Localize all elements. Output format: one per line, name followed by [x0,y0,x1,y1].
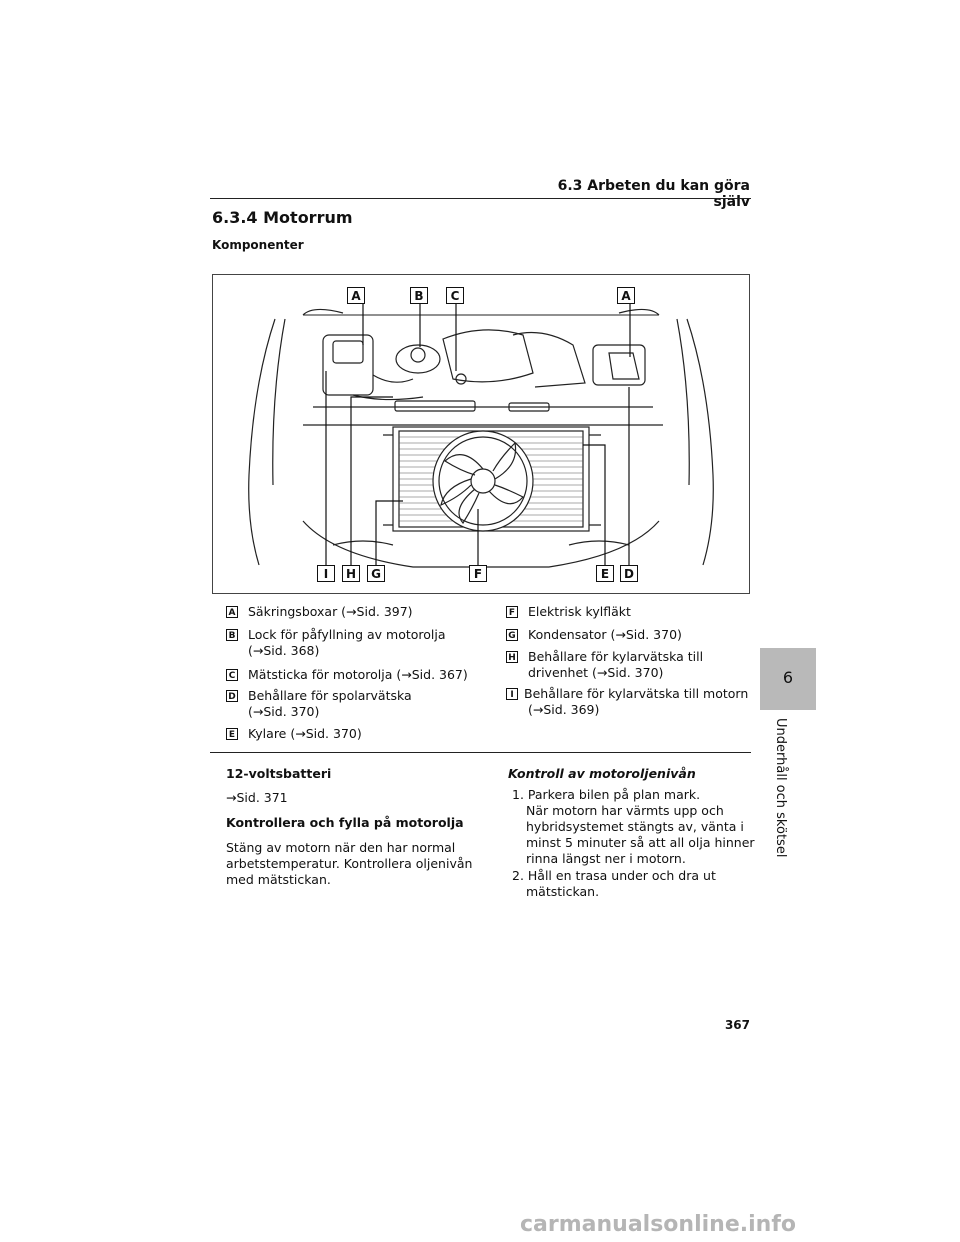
legend-text: (→Sid. 368) [248,643,320,658]
header-rule [210,198,751,199]
subheading: Komponenter [212,238,304,252]
legend-key-box: D [226,690,238,702]
section-rule [210,752,751,753]
section-title: 6.3.4 Motorrum [212,208,353,227]
legend-text: Behållare för kylarvätska till motorn [524,686,749,701]
legend-key-box: E [226,728,238,740]
engine-bay-illustration: A B C A I H G F E D [212,274,750,594]
legend-text: Mätsticka för motorolja (→Sid. 367) [248,667,468,682]
legend-text: Behållare för spolarvätska [248,688,412,703]
battery-reference: →Sid. 371 [226,790,288,805]
legend-key-box: I [506,688,518,700]
step-1-text: När motorn har värmts upp och [526,803,724,818]
oil-level-heading: Kontroll av motoroljenivån [508,766,696,781]
chapter-tab[interactable] [760,648,816,710]
callout-f: F [469,565,487,582]
step-1-text: hybridsystemet stängts av, vänta i [526,819,744,834]
callout-e: E [596,565,614,582]
callout-a-left: A [347,287,365,304]
step-1: 1. Parkera bilen på plan mark. [512,787,701,802]
legend-key-box: A [226,606,238,618]
legend-key-box: H [506,651,518,663]
battery-heading: 12-voltsbatteri [226,766,332,781]
legend-key-box: B [226,629,238,641]
chapter-label: Underhåll och skötsel [773,718,788,858]
legend-text: Kondensator (→Sid. 370) [528,627,682,642]
legend-key-box: C [226,669,238,681]
oil-check-body: arbetstemperatur. Kontrollera oljenivån [226,856,473,871]
step-1-text: rinna längst ner i motorn. [526,851,686,866]
callout-c: C [446,287,464,304]
callout-i: I [317,565,335,582]
legend-text: Kylare (→Sid. 370) [248,726,362,741]
legend-text: (→Sid. 369) [528,702,600,717]
engine-bay-drawing [248,303,714,568]
watermark: carmanualsonline.info [520,1212,796,1237]
oil-check-body: med mätstickan. [226,872,331,887]
legend-text: (→Sid. 370) [248,704,320,719]
legend-text: Säkringsboxar (→Sid. 397) [248,604,413,619]
page-number: 367 [724,1018,750,1032]
callout-b: B [410,287,428,304]
chapter-number: 6 [782,668,794,687]
legend-text: Lock för påfyllning av motorolja [248,627,446,642]
legend-text: Elektrisk kylfläkt [528,604,631,619]
callout-g: G [367,565,385,582]
legend-text: drivenhet (→Sid. 370) [528,665,664,680]
legend-key-box: F [506,606,518,618]
legend-key-box: G [506,629,518,641]
callout-d: D [620,565,638,582]
legend-text: Behållare för kylarvätska till [528,649,704,664]
running-header: 6.3 Arbeten du kan göra själv [557,178,750,210]
step-1-text: minst 5 minuter så att all olja hinner [526,835,755,850]
oil-check-body: Stäng av motorn när den har normal [226,840,456,855]
callout-a-right: A [617,287,635,304]
oil-check-heading: Kontrollera och fylla på motorolja [226,815,464,830]
step-2-text: mätstickan. [526,884,600,899]
step-2: 2. Håll en trasa under och dra ut [512,868,716,883]
callout-h: H [342,565,360,582]
